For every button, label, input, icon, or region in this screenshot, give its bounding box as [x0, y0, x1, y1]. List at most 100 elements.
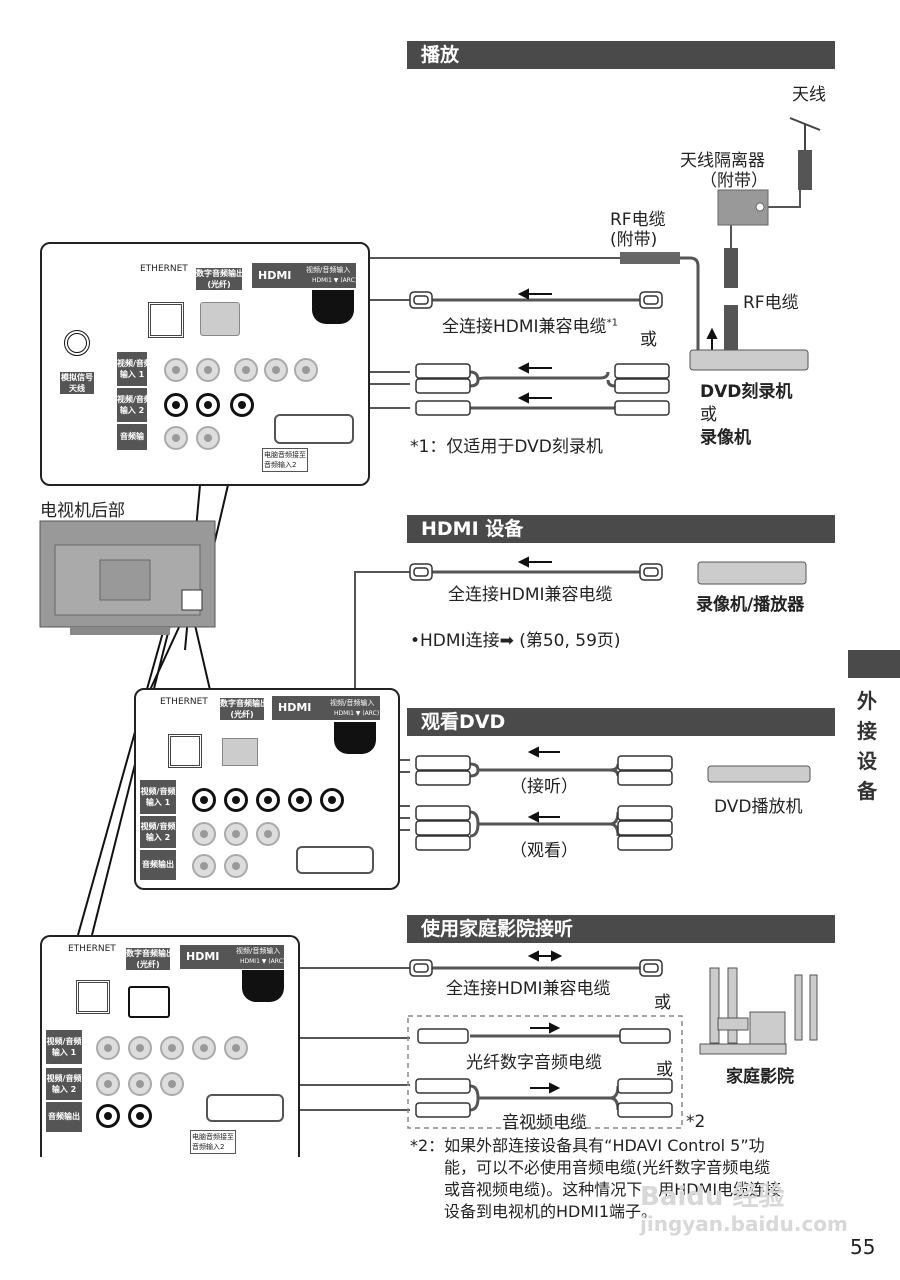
antenna-icon [789, 117, 821, 150]
av2-audio-left-jack[interactable] [196, 393, 220, 417]
av1-y-jack[interactable] [224, 1036, 248, 1060]
footnote-1: *1：仅适用于DVD刻录机 [410, 437, 603, 457]
audio-out-left-jack[interactable] [128, 1104, 152, 1128]
av-in-1-label: 视频/音频 输入 1 [46, 1030, 82, 1064]
av1-audio-left-jack[interactable] [224, 788, 248, 812]
antenna-splitter-label: 天线隔离器 [680, 151, 765, 171]
rca-plug-icon [614, 363, 670, 379]
section-title-watch-dvd: 观看DVD [407, 708, 835, 736]
av1-audio-right-jack[interactable] [192, 788, 216, 812]
av1-audio-left-jack[interactable] [128, 1036, 152, 1060]
hdmi-device-cable-label: 全连接HDMI兼容电缆 [448, 585, 613, 605]
hdmi-connection-reference[interactable]: •HDMI连接➡ (第50, 59页) [410, 631, 621, 651]
optical-plug-icon [619, 1028, 671, 1044]
av2-video-jack[interactable] [256, 822, 280, 846]
av-in-2-label: 视频/音频 输入 2 [117, 388, 152, 422]
av1-y-jack[interactable] [320, 788, 344, 812]
arrow-left-icon [517, 362, 552, 374]
rca-plug-icon [415, 363, 471, 379]
audio-out-left-jack[interactable] [196, 426, 220, 450]
rf-cable-label: RF电缆 [743, 293, 799, 313]
arrow-right-icon [530, 1082, 561, 1094]
dvd-player-label: DVD播放机 [714, 797, 803, 817]
ethernet-port[interactable] [76, 980, 110, 1014]
hdmi1-arc-label: HDMI1 ▼ (ARC) [312, 277, 358, 284]
av2-video-jack[interactable] [230, 393, 254, 417]
rf-cable-included-note: (附带) [610, 230, 658, 250]
listen-label: （接听） [510, 777, 578, 797]
section-title-playback: 播放 [407, 41, 835, 69]
rca-plug-icon [614, 378, 670, 394]
av2-audio-left-jack[interactable] [128, 1072, 152, 1096]
antenna-label: 天线 [792, 85, 826, 105]
optical-port[interactable] [200, 302, 240, 336]
arrow-right-icon [530, 1022, 561, 1034]
vcr-player-label: 录像机/播放器 [696, 595, 805, 615]
rca-plug-icon [617, 770, 673, 786]
optical-cable-label: 光纤数字音频电缆 [466, 1053, 602, 1073]
ht-hdmi-cable-label: 全连接HDMI兼容电缆 [446, 979, 611, 999]
digital-audio-out-label: 数字音频输出 (光纤) [126, 948, 174, 970]
side-tab-char-4: 备 [857, 779, 877, 803]
tv-back-label: 电视机后部 [40, 501, 125, 521]
hdmi1-port[interactable] [312, 290, 354, 324]
rf-plug-icon [724, 248, 738, 288]
av1-pr-jack[interactable] [256, 788, 280, 812]
ethernet-port[interactable] [168, 734, 202, 768]
av2-audio-left-jack[interactable] [224, 822, 248, 846]
rca-plug-icon [415, 378, 471, 394]
av1-audio-left-jack[interactable] [196, 358, 220, 382]
analog-antenna-label: 模拟信号 天线 [60, 372, 94, 394]
rca-plug-icon [617, 755, 673, 771]
splitter-antenna-wire [768, 185, 801, 208]
dvd-watch-cable [469, 810, 620, 838]
hdmi-plug-icon [639, 291, 663, 309]
av2-audio-right-jack[interactable] [96, 1072, 120, 1096]
optical-port[interactable] [128, 986, 170, 1018]
av1-pr-jack[interactable] [160, 1036, 184, 1060]
hdmi1-port[interactable] [334, 722, 376, 754]
footnote-2-line-2: 能，可以不必使用音频电缆(光纤数字音频电缆 [444, 1158, 771, 1177]
pc-vga-port[interactable] [296, 846, 374, 874]
hdmi-logo: HDMI [258, 269, 292, 282]
av2-audio-right-jack[interactable] [164, 393, 188, 417]
arrow-left-icon [517, 288, 552, 300]
av1-pr-jack[interactable] [234, 358, 258, 382]
footnote-2-line-4: 设备到电视机的HDMI1端子。 [444, 1202, 658, 1221]
pc-vga-port[interactable] [206, 1094, 284, 1122]
av2-audio-right-jack[interactable] [192, 822, 216, 846]
hdmi1-port[interactable] [242, 970, 284, 1002]
audio-out-label: 音频输出 [46, 1102, 82, 1132]
audio-out-left-jack[interactable] [224, 854, 248, 878]
audio-out-right-jack[interactable] [192, 854, 216, 878]
hdmi-device-wire [354, 571, 410, 735]
pc-vga-port[interactable] [274, 414, 354, 444]
av1-pb-jack[interactable] [288, 788, 312, 812]
rf-plug-included-icon [620, 252, 680, 264]
hdmi-av-in-label: 视频/音频输入 [306, 266, 351, 274]
av1-audio-right-jack[interactable] [96, 1036, 120, 1060]
av1-y-jack[interactable] [294, 358, 318, 382]
av1-pb-jack[interactable] [264, 358, 288, 382]
audio-out-right-jack[interactable] [164, 426, 188, 450]
ethernet-port[interactable] [148, 302, 184, 338]
av-in-1-label: 视频/音频 输入 1 [140, 780, 176, 814]
antenna-port[interactable] [64, 330, 90, 356]
av2-video-jack[interactable] [160, 1072, 184, 1096]
arrow-left-icon [517, 392, 552, 404]
home-theater-label: 家庭影院 [726, 1067, 794, 1087]
optical-port[interactable] [222, 738, 258, 766]
callout-mid [149, 624, 211, 691]
av-in-1-label: 视频/音频 输入 1 [117, 352, 152, 386]
hdmi-logo: HDMI [186, 950, 220, 963]
rca-plug-icon [617, 820, 673, 836]
av1-audio-right-jack[interactable] [164, 358, 188, 382]
audio-out-right-jack[interactable] [96, 1104, 120, 1128]
or-label: 或 [640, 330, 657, 350]
av1-pb-jack[interactable] [192, 1036, 216, 1060]
digital-audio-out-label: 数字音频输出 (光纤) [196, 268, 244, 290]
audio-out-label: 音频输出 [117, 424, 147, 467]
side-tab-char-1: 外 [857, 689, 877, 713]
dvd-recorder-icon [689, 349, 809, 371]
